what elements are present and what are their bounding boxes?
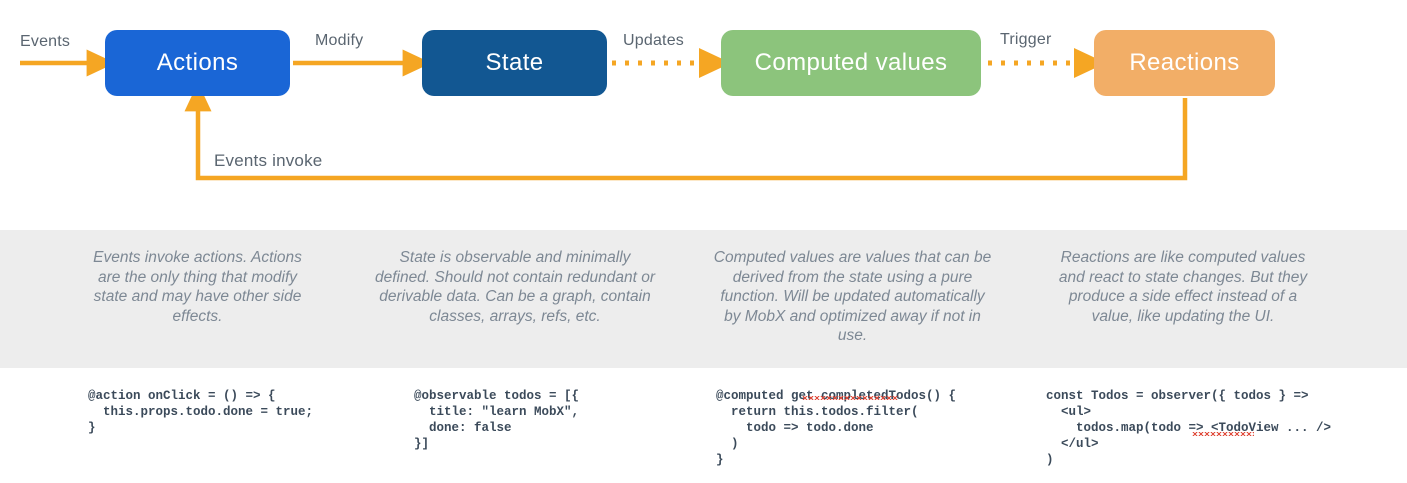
description-actions: Events invoke actions. Actions are the o…	[93, 249, 302, 325]
node-computed-values-label: Computed values	[754, 49, 948, 76]
code-sample-computed-values: @computed get completedTodos() { return …	[716, 389, 957, 467]
edge-label-updates: Updates	[623, 32, 684, 49]
node-reactions[interactable]: Reactions	[1094, 30, 1275, 96]
edge-label-events: Events	[20, 33, 71, 50]
edge-label-modify: Modify	[315, 32, 364, 49]
description-computed-values: Computed values are values that can be d…	[713, 249, 992, 344]
edge-label-trigger: Trigger	[1000, 31, 1052, 48]
node-state-label: State	[485, 49, 544, 76]
spellcheck-squiggle-completedtodos	[802, 396, 898, 400]
node-state[interactable]: State	[422, 30, 607, 96]
spellcheck-squiggle-todoview	[1192, 432, 1254, 436]
description-band	[0, 230, 1407, 368]
arrow-events-invoke	[184, 82, 1188, 181]
node-reactions-label: Reactions	[1129, 49, 1240, 76]
description-state: State is observable and minimally define…	[374, 249, 656, 325]
description-reactions: Reactions are like computed values and r…	[1058, 249, 1308, 325]
edge-label-events-invoke: Events invoke	[214, 151, 323, 170]
node-actions[interactable]: Actions	[105, 30, 290, 96]
node-actions-label: Actions	[156, 49, 239, 76]
code-sample-reactions: const Todos = observer({ todos } => <ul>…	[1046, 389, 1332, 467]
node-computed-values[interactable]: Computed values	[721, 30, 981, 96]
code-sample-actions: @action onClick = () => { this.props.tod…	[88, 389, 314, 435]
code-sample-state: @observable todos = [{ title: "learn Mob…	[414, 389, 580, 451]
